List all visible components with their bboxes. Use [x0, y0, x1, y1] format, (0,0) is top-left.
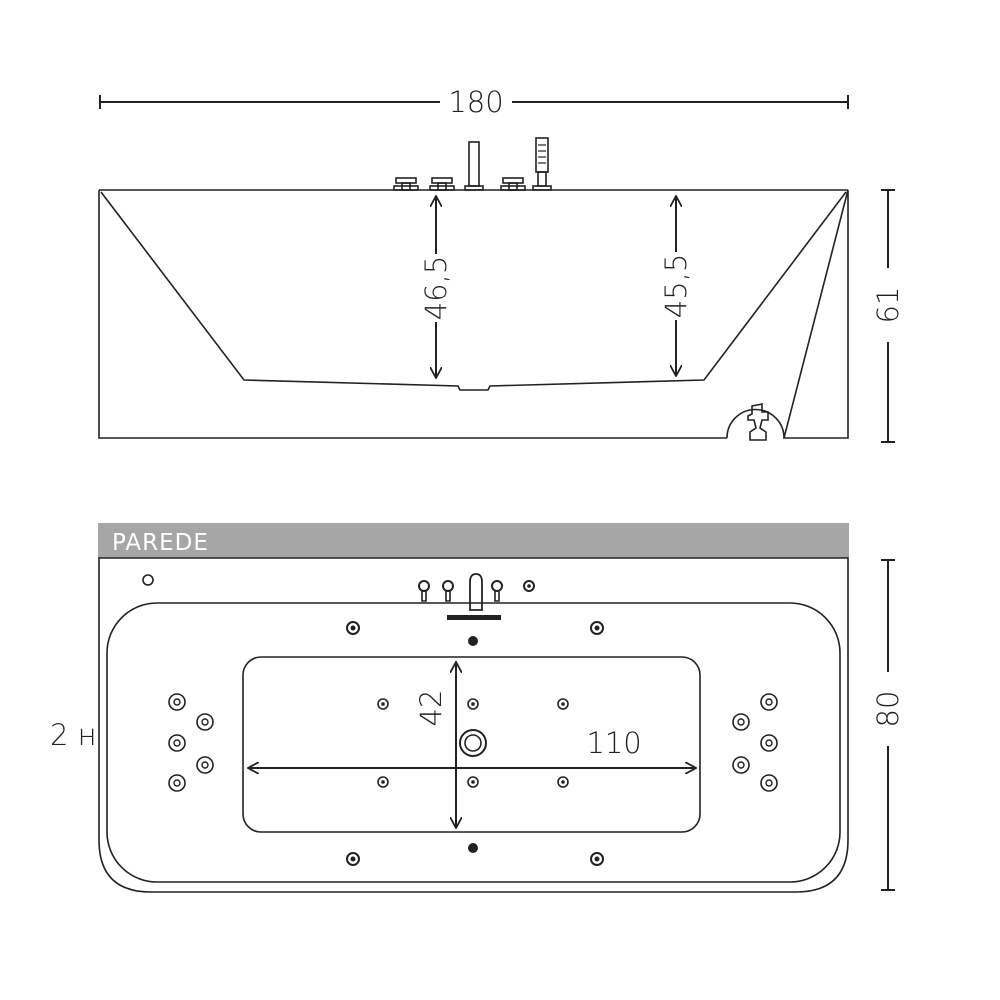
- floor-jet-icon: [467, 698, 479, 710]
- inner-length-label: 110: [586, 726, 641, 760]
- floor-jet-icon: [377, 776, 389, 788]
- depth-dimension-right: 45,5: [659, 196, 693, 376]
- side-jet-icon: [760, 734, 778, 752]
- side-jet-icon: [732, 756, 750, 774]
- tub-top-outline: [98, 557, 849, 893]
- inner-width-dimension: 42: [414, 662, 456, 828]
- inner-length-dimension: 110: [248, 726, 696, 768]
- side-jet-icon: [168, 774, 186, 792]
- side-jet-icon: [196, 756, 214, 774]
- large-jet-icon: [346, 852, 360, 866]
- overflow-hole-icon: [142, 574, 154, 586]
- spout-icon: [464, 141, 484, 191]
- floor-jet-icon: [467, 776, 479, 788]
- basin-profile: [100, 191, 847, 391]
- outer-width-label: 80: [871, 691, 905, 728]
- floor-jet-icon: [557, 698, 569, 710]
- side-jet-icon: [760, 693, 778, 711]
- drain-siphon-shape: [747, 403, 769, 441]
- top-view: PAREDE: [50, 523, 905, 893]
- faucet-handle-right-icon: [500, 177, 526, 191]
- side-jet-icon: [760, 774, 778, 792]
- side-jet-icon: [732, 713, 750, 731]
- drain-cutout: [726, 408, 785, 439]
- faucet-set-top-icon: [418, 573, 535, 620]
- hand-shower-icon: [532, 137, 552, 191]
- drain-trap-icon: [726, 403, 785, 441]
- outer-width-dimension: 80: [871, 559, 905, 891]
- large-jet-icon: [346, 621, 360, 635]
- faucet-handle-center-icon: [429, 177, 455, 191]
- depth-right-label: 45,5: [659, 254, 693, 319]
- faucet-handle-left-icon: [393, 177, 419, 191]
- floor-jet-icon: [377, 698, 389, 710]
- basin-rim: [106, 602, 841, 883]
- air-jet-dot-icon: [468, 843, 478, 853]
- large-jet-icon: [590, 852, 604, 866]
- depth-left-label: 46,5: [419, 256, 453, 321]
- inner-width-label: 42: [414, 690, 448, 727]
- side-view: 180: [98, 85, 905, 443]
- side-jet-icon: [168, 734, 186, 752]
- wall-label: PAREDE: [112, 530, 209, 556]
- height-label: 61: [871, 287, 905, 324]
- side-jet-icon: [196, 713, 214, 731]
- drain-icon: [459, 729, 487, 757]
- basin-floor: [242, 656, 701, 833]
- side-label: 2 н: [50, 718, 97, 752]
- floor-jet-icon: [557, 776, 569, 788]
- air-jet-dot-icon: [468, 636, 478, 646]
- depth-dimension-left: 46,5: [419, 196, 453, 378]
- wall-band: [98, 523, 849, 558]
- tub-side-outline: [98, 189, 849, 439]
- side-jet-icon: [168, 693, 186, 711]
- width-label: 180: [448, 85, 503, 119]
- height-dimension-61: 61: [871, 189, 905, 443]
- large-jet-icon: [590, 621, 604, 635]
- width-dimension-180: 180: [99, 85, 849, 119]
